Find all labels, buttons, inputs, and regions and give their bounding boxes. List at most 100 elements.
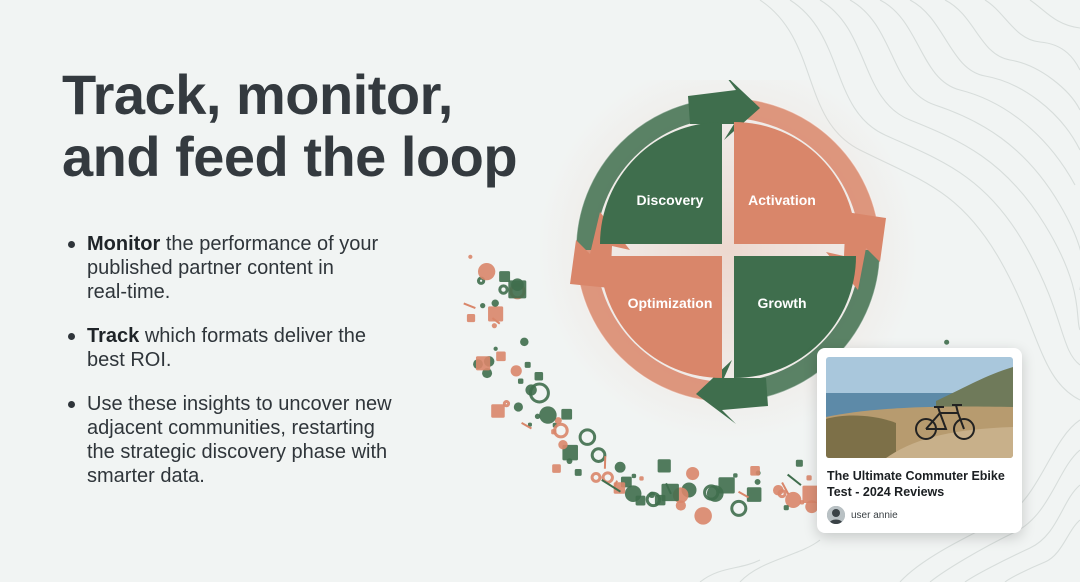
card-title-line: Test - 2024 Reviews — [827, 485, 945, 499]
trail-node — [624, 485, 642, 502]
trail-node — [754, 478, 761, 485]
bullet-bold: Track — [87, 325, 140, 347]
content-card[interactable]: The Ultimate Commuter Ebike Test - 2024 … — [817, 348, 1022, 533]
trail-node — [513, 402, 523, 412]
bullet-text: adjacent communities, restarting — [87, 417, 375, 439]
trail-node — [805, 500, 819, 514]
trail-node — [561, 408, 573, 420]
trail-node — [493, 346, 498, 351]
trail-node — [491, 299, 499, 307]
arrow-head-top-icon — [688, 80, 760, 140]
trail-node — [496, 351, 506, 362]
pixel-trail — [463, 254, 950, 525]
quadrant-label-optimization: Optimization — [628, 295, 713, 311]
trail-node — [517, 378, 524, 384]
trail-node — [502, 400, 511, 408]
bullet-text: the strategic discovery phase with — [87, 441, 388, 463]
card-user[interactable]: user annie — [827, 505, 898, 525]
trail-node — [614, 461, 626, 473]
bullet-text: which formats deliver the — [139, 325, 367, 347]
trail-node — [480, 302, 486, 309]
quadrant-discovery — [600, 122, 722, 244]
trail-node — [488, 306, 504, 322]
trail-node — [574, 468, 582, 476]
quadrant-growth — [734, 256, 856, 378]
trail-link — [463, 302, 476, 310]
trail-node — [562, 444, 578, 461]
trail-node — [694, 507, 712, 525]
quadrant-label-discovery: Discovery — [637, 192, 704, 208]
bullet-bold: Monitor — [87, 233, 161, 255]
trail-link — [613, 480, 618, 488]
trail-link — [665, 482, 672, 495]
trail-node — [750, 465, 760, 476]
trail-node — [552, 464, 561, 473]
trail-node — [733, 473, 738, 478]
trail-node — [777, 489, 787, 499]
trail-node — [746, 487, 762, 502]
trail-link — [521, 421, 532, 430]
trail-node — [785, 491, 802, 509]
trail-node — [631, 473, 637, 479]
title-line-2: and feed the loop — [62, 125, 518, 188]
trail-node — [491, 323, 497, 329]
trail-link — [738, 490, 750, 499]
title-line-1: Track, monitor, — [62, 63, 453, 126]
bullet-text: real-time. — [87, 281, 171, 303]
bike-coast-photo[interactable] — [826, 357, 1013, 458]
bullet-text: the performance of your — [160, 233, 379, 255]
bullet-text: smarter data. — [87, 465, 205, 487]
trail-node — [772, 484, 784, 496]
quadrant-activation — [734, 122, 856, 244]
trail-node — [686, 466, 700, 481]
trail-node — [524, 361, 531, 368]
trail-node — [475, 356, 491, 371]
trail-node — [525, 384, 537, 396]
card-title[interactable]: The Ultimate Commuter Ebike Test - 2024 … — [827, 468, 1017, 500]
trail-node — [534, 371, 544, 381]
trail-node — [639, 476, 644, 481]
bullet-item-insights: Use these insights to uncover new adjace… — [66, 392, 416, 488]
trail-node — [511, 278, 524, 291]
trail-node — [499, 271, 511, 283]
bullet-text: best ROI. — [87, 349, 172, 371]
trail-node — [534, 413, 541, 420]
loop-diagram: Discovery Activation Optimization Growth — [463, 80, 950, 525]
trail-node — [553, 422, 569, 439]
username: user annie — [851, 509, 898, 521]
quadrants: Discovery Activation Optimization Growth — [600, 122, 856, 378]
trail-node — [468, 254, 473, 259]
trail-link — [787, 473, 802, 486]
trail-node — [645, 491, 662, 508]
trail-node — [675, 500, 686, 511]
trail-node — [601, 471, 614, 484]
trail-node — [730, 499, 748, 517]
arrow-head-right-icon — [826, 212, 886, 290]
trail-node — [558, 440, 568, 450]
user-avatar-icon — [827, 506, 845, 524]
trail-node — [783, 505, 789, 511]
bullet-text: Use these insights to uncover new — [87, 393, 392, 415]
trail-node — [590, 447, 607, 463]
quadrant-label-activation: Activation — [748, 192, 816, 208]
bullet-item-monitor: Monitor the performance of your publishe… — [66, 232, 416, 304]
quadrant-label-growth: Growth — [758, 295, 807, 311]
bike-photo-icon — [826, 357, 1013, 458]
bullet-dot-icon — [68, 401, 75, 408]
trail-node — [539, 406, 557, 424]
trail-node — [510, 365, 522, 377]
trail-node — [806, 475, 812, 481]
quadrant-optimization — [600, 256, 722, 378]
trail-node — [703, 484, 720, 501]
bullet-item-track: Track which formats deliver the best ROI… — [66, 324, 416, 372]
trail-link — [781, 482, 790, 495]
trail-link — [601, 479, 621, 493]
trail-node — [590, 471, 602, 483]
page-title: Track, monitor, and feed the loop — [62, 64, 562, 188]
bullet-dot-icon — [68, 241, 75, 248]
arrow-head-bottom-icon — [696, 360, 768, 424]
trail-node — [802, 485, 820, 504]
trail-node — [795, 459, 803, 467]
trail-node — [527, 422, 532, 427]
bullet-dot-icon — [68, 333, 75, 340]
